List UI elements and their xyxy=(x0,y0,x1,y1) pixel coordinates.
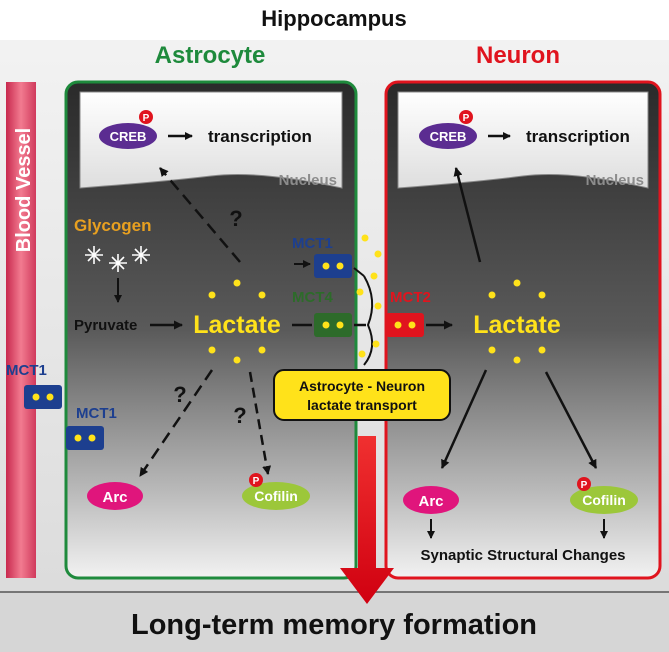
astrocyte-mct1-label: MCT1 xyxy=(292,235,333,252)
astrocyte-creb-phospho-icon xyxy=(139,110,153,124)
neuron-mct2-transporter xyxy=(386,313,424,337)
footer-label: Long-term memory formation xyxy=(131,609,537,641)
astrocyte-mct1-dot xyxy=(336,262,344,270)
neuron-cofilin-phospho-label: P xyxy=(581,480,588,491)
astrocyte-left-mct1-label: MCT1 xyxy=(76,405,117,422)
astrocyte-nucleus-label: Nucleus xyxy=(279,172,337,189)
neuron-lactate-dots xyxy=(488,279,546,364)
vessel-mct1-transporter xyxy=(24,385,62,409)
transport-callout-line1: Astrocyte - Neuron xyxy=(299,378,425,394)
title-band xyxy=(0,0,669,40)
glycogen-icon xyxy=(85,246,150,272)
question-mark-1: ? xyxy=(229,206,242,231)
astrocyte-lactate-label: Lactate xyxy=(193,311,281,339)
lactate-to-arc-dashed-arrow xyxy=(138,369,214,477)
neuron-cofilin xyxy=(570,486,638,514)
astrocyte-left-mct1-transporter xyxy=(66,426,104,450)
synaptic-changes-label: Synaptic Structural Changes xyxy=(420,547,625,564)
memory-formation-arrow xyxy=(340,436,394,604)
lactate-to-creb-dashed-arrow xyxy=(159,167,241,263)
vessel-mct1-dot xyxy=(32,393,40,401)
neuron-lactate-to-cofilin-arrow xyxy=(544,371,598,469)
neuron-creb-label: CREB xyxy=(430,129,467,144)
astrocyte-mct1-dot xyxy=(322,262,330,270)
astrocyte-creb xyxy=(99,123,157,149)
neuron-arc-label: Arc xyxy=(418,493,443,510)
lactate-to-cofilin-dashed-arrow xyxy=(248,371,272,475)
neuron-mct2-label: MCT2 xyxy=(390,289,431,306)
astrocyte-title: Astrocyte xyxy=(155,42,266,69)
mct1-out-line xyxy=(353,267,365,277)
astrocyte-cofilin-phospho-label: P xyxy=(253,476,260,487)
transport-callout xyxy=(273,369,451,421)
neuron-mct2-dot xyxy=(394,321,402,329)
neuron-mct2-dot xyxy=(408,321,416,329)
astrocyte-creb-label: CREB xyxy=(110,129,147,144)
astrocyte-cofilin-phospho-icon xyxy=(249,473,263,487)
neuron-nucleus-label: Nucleus xyxy=(586,172,644,189)
neuron-transcription-label: transcription xyxy=(526,127,630,146)
neuron-title: Neuron xyxy=(476,42,560,69)
extracellular-lactate-dots xyxy=(356,234,382,358)
blood-vessel-label: Blood Vessel xyxy=(13,128,35,253)
transport-callout-line2: lactate transport xyxy=(307,397,417,413)
astrocyte-cell xyxy=(64,80,358,580)
astrocyte-mct4-transporter xyxy=(314,313,352,337)
astrocyte-cofilin-label: Cofilin xyxy=(254,488,298,504)
pyruvate-label: Pyruvate xyxy=(74,317,137,334)
neuron-creb xyxy=(419,123,477,149)
astrocyte-left-mct1-dot xyxy=(88,434,96,442)
neuron-cofilin-label: Cofilin xyxy=(582,492,626,508)
neuron-creb-phospho-icon xyxy=(459,110,473,124)
question-mark-2: ? xyxy=(173,382,186,407)
question-mark-3: ? xyxy=(233,403,246,428)
astrocyte-arc xyxy=(87,482,143,510)
vessel-mct1-dot xyxy=(46,393,54,401)
blood-vessel xyxy=(6,82,36,578)
footer-band xyxy=(0,592,669,652)
astrocyte-cofilin xyxy=(242,482,310,510)
astrocyte-arc-label: Arc xyxy=(102,489,127,506)
extracellular-merge-curve xyxy=(363,275,374,366)
astrocyte-mct4-dot xyxy=(336,321,344,329)
astrocyte-left-mct1-dot xyxy=(74,434,82,442)
neuron-creb-phospho-label: P xyxy=(463,113,470,124)
neuron-lactate-label: Lactate xyxy=(473,311,561,339)
astrocyte-lactate-dots xyxy=(208,279,266,364)
astrocyte-creb-phospho-label: P xyxy=(143,113,150,124)
glycogen-label: Glycogen xyxy=(74,216,151,235)
neuron-arc xyxy=(403,486,459,514)
vessel-mct1-label: MCT1 xyxy=(6,362,47,379)
neuron-lactate-to-creb-arrow xyxy=(453,167,482,263)
astrocyte-mct4-dot xyxy=(322,321,330,329)
astrocyte-mct1-transporter xyxy=(314,254,352,278)
astrocyte-mct4-label: MCT4 xyxy=(292,289,333,306)
page-title: Hippocampus xyxy=(261,6,406,31)
neuron-lactate-to-arc-arrow xyxy=(440,369,488,469)
neuron-cofilin-phospho-icon xyxy=(577,477,591,491)
astrocyte-transcription-label: transcription xyxy=(208,127,312,146)
